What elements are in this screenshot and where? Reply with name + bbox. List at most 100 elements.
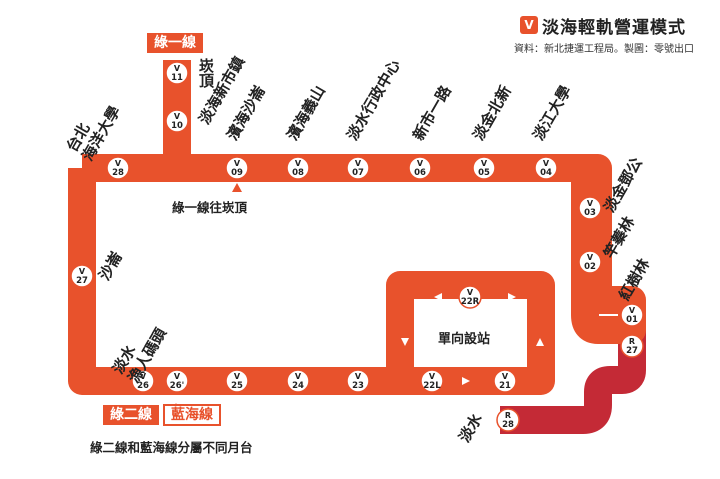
station-marker-v23: V23 [346, 369, 370, 393]
station-marker-v11: V11 [165, 61, 189, 85]
station-circle [165, 61, 189, 85]
station-circle [225, 369, 249, 393]
station-code: V [140, 372, 147, 381]
station-circle [534, 156, 558, 180]
station-circle [620, 303, 644, 327]
station-code: V [174, 64, 181, 73]
arrow-right-icon [508, 293, 516, 301]
station-circle [225, 156, 249, 180]
station-code: 05 [478, 168, 490, 178]
station-circle [420, 369, 444, 393]
station-marker-v25: V25 [225, 369, 249, 393]
note-platform: 綠二線和藍海線分屬不同月台 [90, 440, 253, 455]
station-code: 22R [461, 297, 480, 307]
station-marker-v24: V24 [286, 369, 310, 393]
title-badge: V [520, 16, 538, 34]
station-code: 25 [231, 381, 243, 391]
station-code: V [429, 372, 436, 381]
station-code: 06 [414, 168, 426, 178]
station-circle [346, 369, 370, 393]
station-code: 09 [231, 168, 243, 178]
station-circle [620, 334, 644, 358]
station-circle [286, 369, 310, 393]
station-marker-v09: V09 [225, 156, 249, 180]
station-marker-v26: V26 [131, 369, 155, 393]
single-direction-loop [386, 271, 555, 395]
station-code: V [115, 159, 122, 168]
note-green1: 綠一線往崁頂 [172, 200, 248, 215]
station-code: V [295, 372, 302, 381]
station-code: V [481, 159, 488, 168]
station-code: 26 [137, 381, 149, 391]
station-marker-v26: V26' [165, 369, 189, 393]
arrow-left-icon [434, 293, 442, 301]
station-code: V [355, 372, 362, 381]
station-circle [408, 156, 432, 180]
station-code: V [543, 159, 550, 168]
station-label-v11: 崁頂 [197, 58, 215, 88]
station-code: V [355, 159, 362, 168]
station-code: R [505, 411, 511, 420]
station-circle [493, 369, 517, 393]
station-code: V [467, 288, 474, 297]
station-code: V [234, 159, 241, 168]
arrow-up-icon [232, 183, 242, 192]
green1-tag: 綠一線 [147, 33, 203, 53]
station-marker-v04: V04 [534, 156, 558, 180]
station-code: 28 [502, 420, 514, 430]
station-code: 24 [292, 381, 304, 391]
station-code: 10 [171, 121, 183, 131]
station-circle [106, 156, 130, 180]
station-code: 02 [584, 262, 596, 272]
station-marker-v10: V10 [165, 109, 189, 133]
station-circle [70, 264, 94, 288]
station-code: 27 [76, 276, 88, 286]
station-code: V [629, 306, 636, 315]
station-code: V [417, 159, 424, 168]
station-code: V [234, 372, 241, 381]
station-code: 04 [540, 168, 552, 178]
station-code: V [502, 372, 509, 381]
station-circle [578, 250, 602, 274]
arrow-right-icon [462, 377, 470, 385]
station-code: 03 [584, 208, 596, 218]
station-code: R [629, 337, 635, 346]
source-text: 資料：新北捷運工程局。製圖：零號出口 [514, 44, 694, 55]
station-circle [165, 369, 189, 393]
arrow-up-icon [536, 338, 544, 346]
station-code: 11 [171, 73, 183, 83]
station-code: 26' [170, 381, 184, 391]
single-station-label: 單向設站 [438, 332, 491, 347]
station-marker-r27: R27 [620, 334, 644, 358]
station-marker-v08: V08 [286, 156, 310, 180]
station-code: V [174, 112, 181, 121]
station-marker-v28: V28 [106, 156, 130, 180]
station-code: 22L [423, 381, 441, 391]
station-code: V [587, 253, 594, 262]
station-code: 21 [499, 381, 511, 391]
station-code: 01 [626, 315, 638, 325]
station-circle [496, 408, 520, 432]
station-code: V [174, 372, 181, 381]
station-circle [346, 156, 370, 180]
station-circle [165, 109, 189, 133]
station-marker-v05: V05 [472, 156, 496, 180]
station-code: V [295, 159, 302, 168]
station-circle [458, 285, 482, 309]
station-code: V [79, 267, 86, 276]
blue-sea-tag: 藍海線 [163, 404, 221, 426]
station-code: 27 [626, 346, 638, 356]
station-circle [131, 369, 155, 393]
title: V 淡海輕軌營運模式 [520, 14, 686, 38]
green2-tag: 綠二線 [103, 405, 159, 425]
station-code: 23 [352, 381, 364, 391]
station-code: 07 [352, 168, 364, 178]
station-marker-v01: V01 [620, 303, 644, 327]
arrow-down-icon [401, 338, 409, 346]
station-code: V [587, 199, 594, 208]
station-marker-v02: V02 [578, 250, 602, 274]
station-circle [472, 156, 496, 180]
main-loop-track [82, 154, 646, 344]
